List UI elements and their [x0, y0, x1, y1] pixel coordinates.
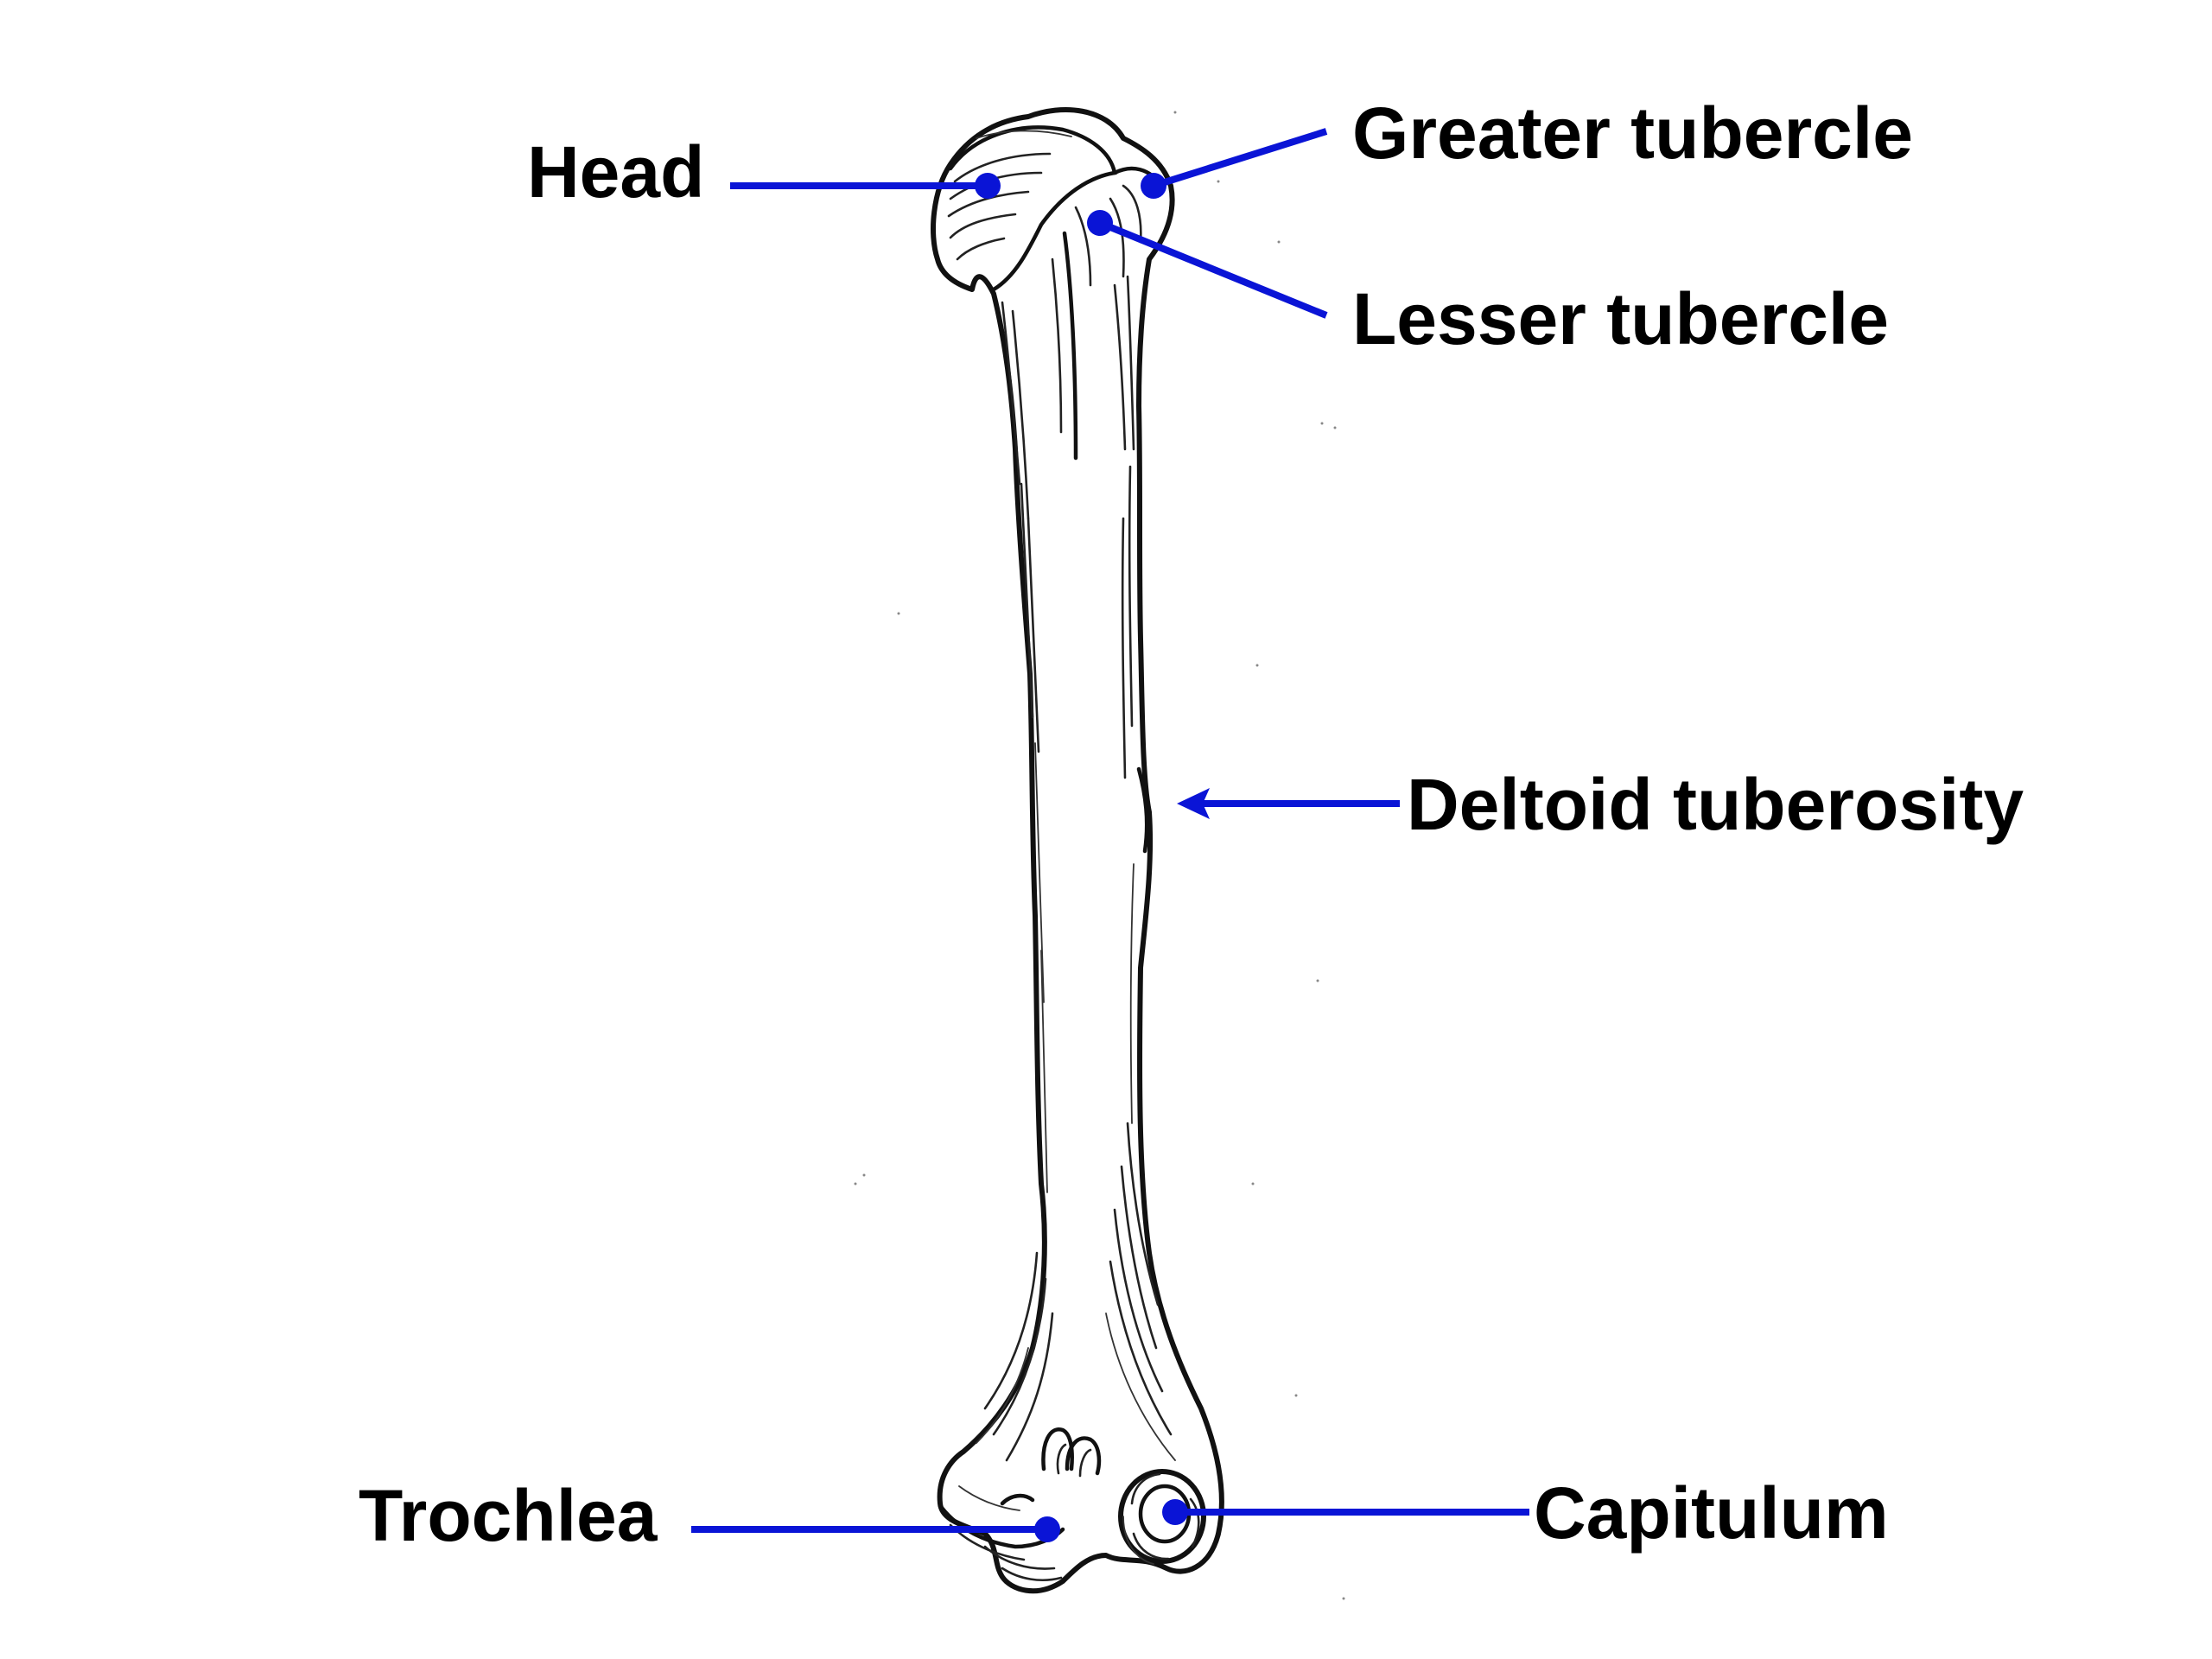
leader-dot-trochlea — [1034, 1516, 1060, 1542]
label-group-greater-tubercle: Greater tubercle — [1141, 92, 1913, 199]
leader-dot-lesser-tubercle — [1087, 210, 1113, 236]
humerus-outline — [931, 107, 1224, 1594]
label-group-capitulum: Capitulum — [1162, 1472, 1889, 1554]
label-greater-tubercle: Greater tubercle — [1352, 92, 1913, 174]
label-deltoid-tuberosity: Deltoid tuberosity — [1407, 764, 2024, 845]
label-capitulum: Capitulum — [1534, 1472, 1889, 1554]
leader-dot-greater-tubercle — [1141, 173, 1166, 199]
arrowhead-deltoid-tuberosity — [1177, 788, 1210, 819]
label-group-head: Head — [527, 131, 1001, 213]
leader-line-greater-tubercle — [1152, 128, 1328, 189]
leader-dot-head — [975, 173, 1001, 199]
label-trochlea: Trochlea — [359, 1475, 658, 1556]
label-group-trochlea: Trochlea — [359, 1475, 1060, 1556]
label-group-lesser-tubercle: Lesser tubercle — [1087, 210, 1889, 359]
humerus-bone-illustration — [854, 107, 1345, 1600]
leader-line-lesser-tubercle — [1098, 219, 1328, 319]
leader-dot-capitulum — [1162, 1499, 1188, 1525]
label-group-deltoid-tuberosity: Deltoid tuberosity — [1177, 764, 2024, 845]
label-lesser-tubercle: Lesser tubercle — [1352, 278, 1889, 359]
label-head: Head — [527, 131, 704, 213]
